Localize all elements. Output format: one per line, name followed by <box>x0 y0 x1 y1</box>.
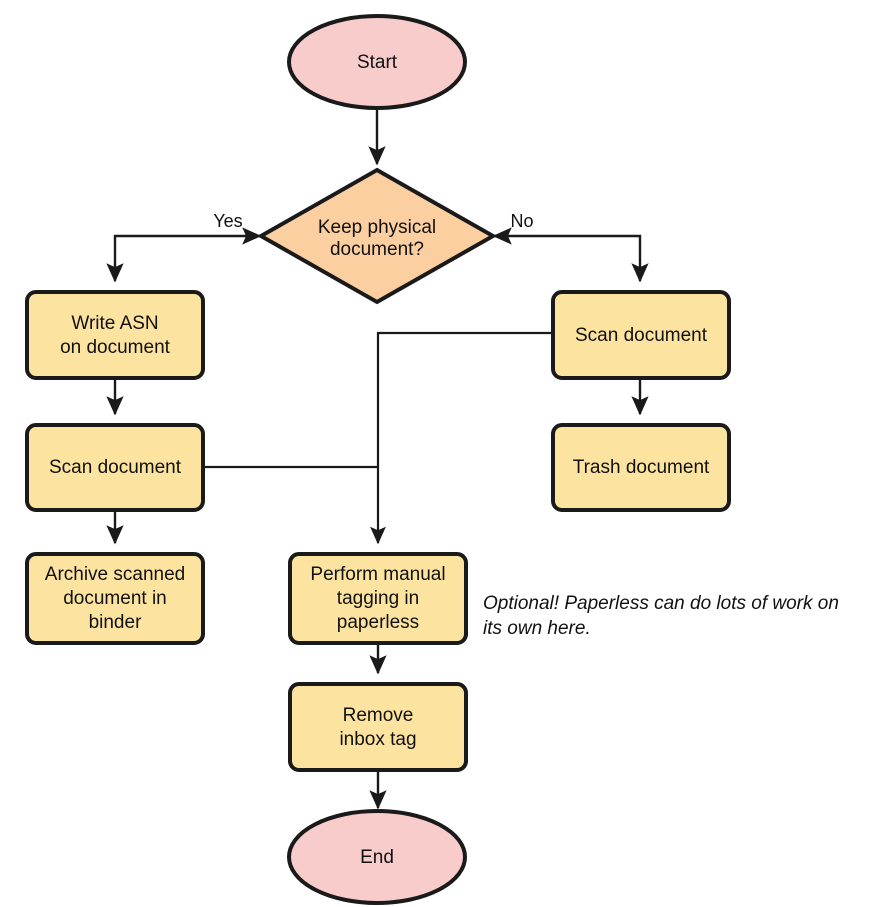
node-archive-label-line1: Archive scanned <box>45 564 185 585</box>
node-end[interactable]: End <box>287 809 467 905</box>
remove-inbox-tag-box <box>288 682 468 772</box>
node-manual-tagging-label-line2: tagging in <box>337 588 419 609</box>
node-manual-tagging[interactable]: Perform manual tagging in paperless <box>288 552 468 645</box>
archive-document-box <box>25 552 205 645</box>
node-remove-inbox-tag[interactable]: Remove inbox tag <box>288 682 468 772</box>
start-ellipse <box>287 14 467 110</box>
end-ellipse <box>287 809 467 905</box>
manual-tagging-box <box>288 552 468 645</box>
trash-document-box <box>551 423 731 512</box>
annotation-line1: Optional! Paperless can do lots of work … <box>483 593 839 614</box>
node-archive-document[interactable]: Archive scanned document in binder <box>25 552 205 645</box>
node-scan-document-right[interactable]: Scan document <box>551 290 731 380</box>
write-asn-box <box>25 290 205 380</box>
node-decision-label-line2: document? <box>330 239 424 260</box>
node-decision-label-line1: Keep physical <box>318 217 436 238</box>
node-write-asn[interactable]: Write ASN on document <box>25 290 205 380</box>
node-scan-document-right-label: Scan document <box>575 325 708 346</box>
node-archive-label-line2: document in <box>63 588 167 609</box>
node-end-label: End <box>360 847 394 868</box>
node-remove-inbox-label-line2: inbox tag <box>339 729 416 750</box>
node-remove-inbox-label-line1: Remove <box>343 705 414 726</box>
node-write-asn-label-line1: Write ASN <box>71 313 158 334</box>
node-write-asn-label-line2: on document <box>60 337 171 358</box>
edge-decision-to-write-asn <box>106 227 262 283</box>
node-decision[interactable]: Keep physical document? <box>256 167 498 305</box>
decision-diamond <box>256 167 498 305</box>
scan-document-right-box <box>551 290 731 380</box>
node-manual-tagging-label-line1: Perform manual <box>310 564 445 585</box>
edge-decision-to-scan-right <box>492 227 649 283</box>
node-scan-document-left-label: Scan document <box>49 457 182 478</box>
node-start[interactable]: Start <box>287 14 467 110</box>
node-start-label: Start <box>357 52 398 73</box>
node-trash-document[interactable]: Trash document <box>551 423 731 512</box>
node-scan-document-left[interactable]: Scan document <box>25 423 205 512</box>
scan-document-left-box <box>25 423 205 512</box>
node-manual-tagging-label-line3: paperless <box>337 612 419 633</box>
annotation-line2: its own here. <box>483 618 591 639</box>
node-trash-document-label: Trash document <box>573 457 710 478</box>
edge-scan-right-to-manual-tag <box>370 331 552 545</box>
node-archive-label-line3: binder <box>89 612 142 633</box>
edge-label-no: No <box>510 211 533 231</box>
annotation-optional-note: Optional! Paperless can do lots of work … <box>483 593 839 639</box>
edge-label-yes: Yes <box>213 211 242 231</box>
